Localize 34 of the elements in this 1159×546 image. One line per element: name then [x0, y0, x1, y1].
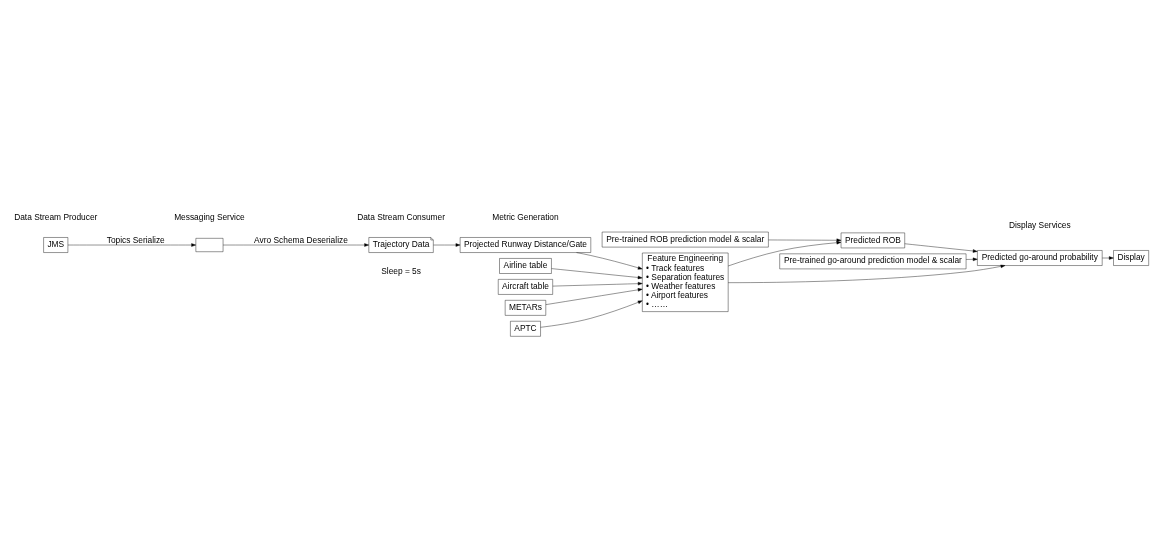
node-box: Aircraft table: [498, 278, 553, 295]
node-box: Pre-trained ROB prediction model & scalar: [601, 231, 769, 247]
label: Data Stream Producer: [14, 211, 98, 222]
arrow: [1102, 255, 1114, 260]
label: Messaging Service: [174, 211, 245, 222]
node-box: APTC: [510, 320, 541, 337]
node-box: Airline table: [499, 257, 552, 274]
arrow: [728, 240, 842, 266]
arrow: [552, 281, 643, 286]
arrow: [540, 300, 643, 327]
arrow: [768, 238, 842, 242]
node-box: Display: [1113, 249, 1149, 266]
node-box: METARs: [504, 299, 546, 316]
node-box: Projected Runway Distance/Gate: [459, 236, 591, 253]
arrow: [433, 242, 461, 247]
label: Data Stream Consumer: [357, 211, 445, 222]
node-box: [195, 237, 224, 252]
arrow: [576, 251, 643, 269]
arrow: [728, 264, 1006, 283]
arrow: [545, 287, 643, 305]
arrow: [551, 267, 643, 279]
node-box: JMS: [43, 236, 69, 253]
arrow: [904, 243, 978, 253]
node-box: Predicted ROB: [840, 232, 905, 248]
arrow: [222, 242, 369, 247]
node-box: Pre-trained go-around prediction model & scalar: [779, 253, 967, 269]
edge-label: Topics Serialize: [106, 234, 165, 245]
label: Display Services: [1008, 219, 1071, 230]
node-box: Feature Engineering • Track features • Separation features • Weather features • Airport features • ……: [642, 252, 729, 312]
node-label: Sleep = 5s: [381, 265, 421, 276]
edge-label: Avro Schema Deserialize: [254, 234, 348, 245]
label: Metric Generation: [492, 211, 559, 222]
arrow: [67, 242, 196, 247]
arrow: [965, 257, 978, 261]
